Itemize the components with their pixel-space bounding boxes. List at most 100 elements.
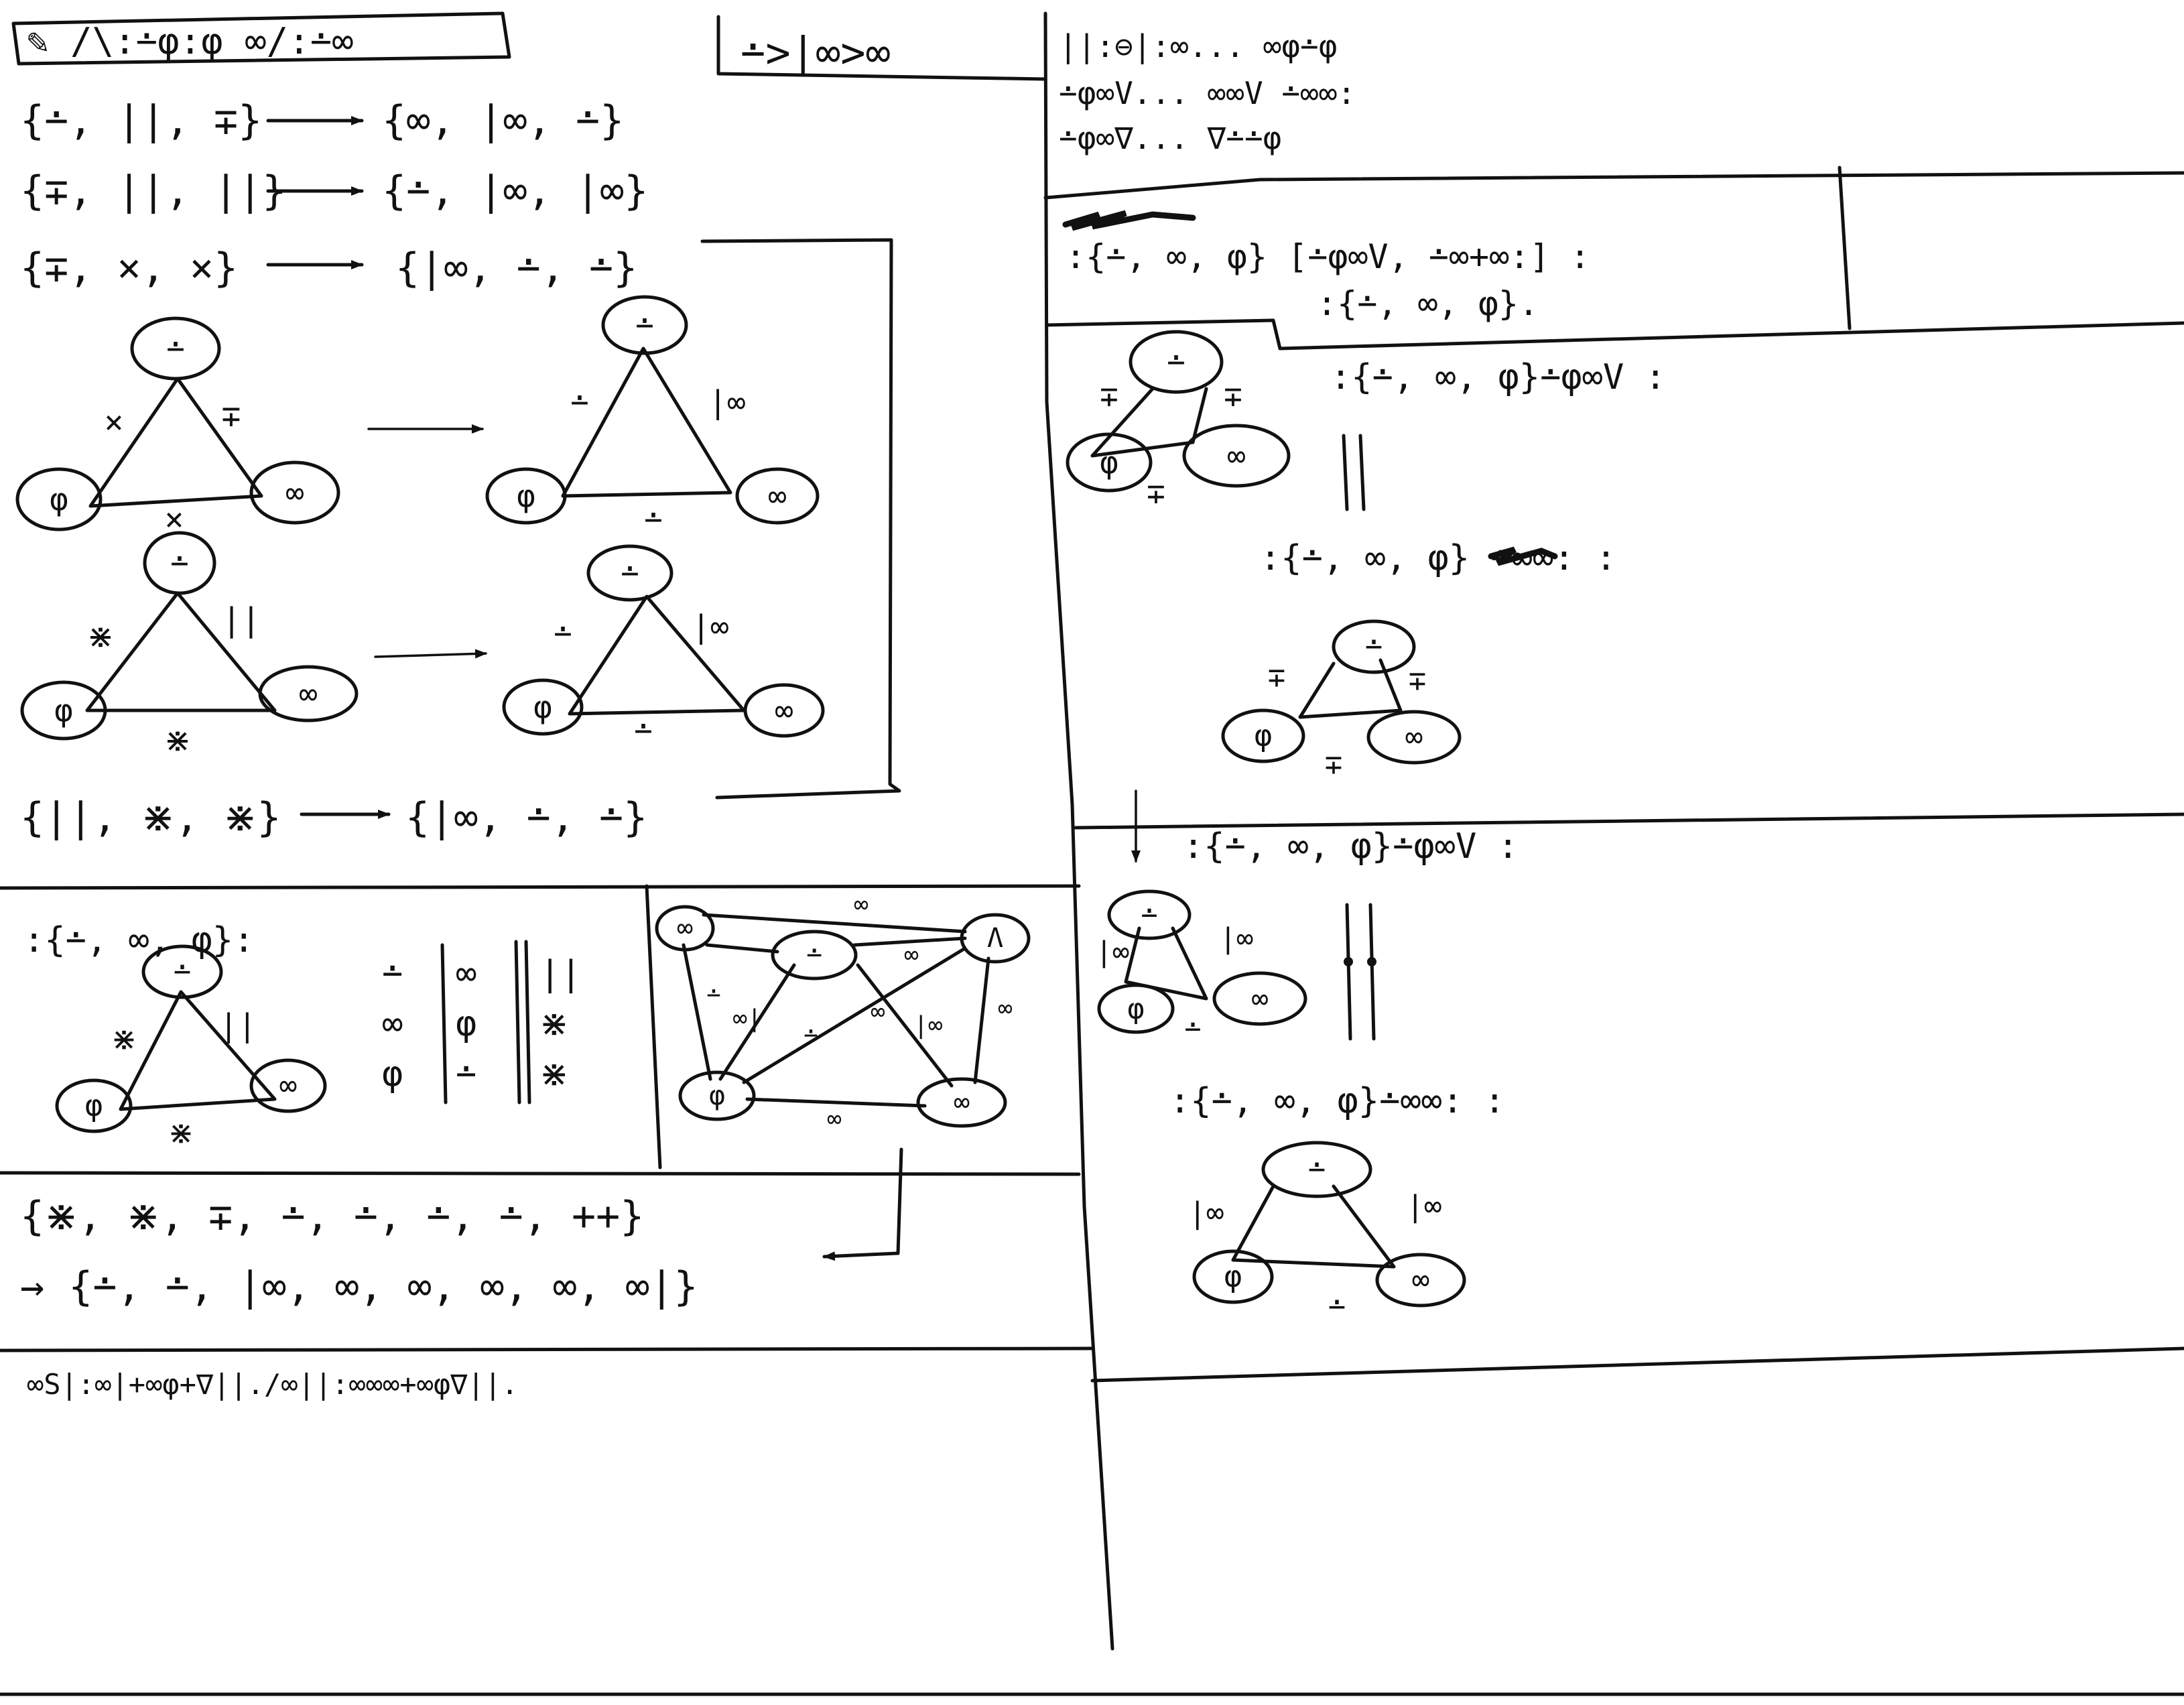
graph-node-center (771, 930, 858, 981)
right-tri-3-edge-left: |∞ (1096, 936, 1130, 968)
header: ✎ /\:∸φ:φ ∞/:∸∞ ∸>|∞>∞ (11, 11, 891, 78)
graph-edge-bl-tr (742, 946, 967, 1084)
graph-edge-bl-tr-label: ∞ (871, 999, 885, 1026)
triangle-2-node-right (258, 665, 359, 722)
right-tri-2: :{∸, ∞, φ} ∸∞∞: : ∸ φ ∞ ∓ ∓ ∓ (1221, 538, 1616, 781)
right-box-line-2: :{∸, ∞, φ}. (1317, 284, 1539, 323)
graph-edge-center-bl (718, 963, 796, 1081)
graph-node-br (916, 1077, 1007, 1128)
right-box-bottom (1045, 318, 2184, 351)
code-box-frame (716, 15, 1047, 81)
triangle-2-node-top-label: ∸ (170, 545, 189, 581)
graph-node-tr-label: Λ (987, 923, 1003, 954)
right-box-top (1043, 171, 2184, 200)
right-tri-4: :{∸, ∞, φ}∸∞∞: : ∸ φ ∞ |∞ |∞ ∸ (1169, 1081, 1505, 1324)
triangle-1-node-top (130, 316, 221, 381)
graph-edge-top-label: ∞ (854, 891, 869, 919)
graph-edge-tr-br-label: ∞ (998, 995, 1013, 1023)
triangle-1-node-top-label: ∸ (166, 330, 185, 367)
triangle-1-out-node-left-label: φ (517, 478, 535, 514)
table-row-3-b: ∸ (456, 1054, 476, 1094)
lower-tri-node-left-label: φ (85, 1089, 103, 1123)
triangle-2-out-node-right-label: ∞ (775, 692, 793, 729)
right-tri-3-node-right-label: ∞ (1251, 983, 1268, 1015)
equals-bar-2b (1368, 903, 1376, 1041)
right-tri-3-node-top (1107, 889, 1192, 940)
triangle-2-node-top (143, 531, 216, 595)
lower-tri-node-top-label: ∸ (174, 955, 192, 989)
right-tri-2-node-right (1366, 710, 1462, 765)
lower-tri-edge-bottom: ⋇ (168, 1115, 194, 1151)
note-line-2: ∸φ∞V... ∞∞V ∸∞∞: (1059, 75, 1356, 111)
title-box (11, 11, 511, 66)
triangle-1-out-edge-bottom: ∸ (644, 501, 663, 538)
table-col-divider-2a (514, 940, 521, 1104)
rule-1-from: {∸, ||, ∓} (20, 97, 262, 144)
graph-edge-tl-bl-label: ∸ (706, 982, 721, 1009)
graph-edge-bottom (745, 1097, 927, 1108)
triangle-1-node-right-label: ∞ (285, 475, 304, 511)
right-tri-4-label: :{∸, ∞, φ}∸∞∞: : (1169, 1081, 1505, 1121)
right-tri-4-edge-right: |∞ (1407, 1190, 1442, 1224)
long-rule: {⋇, ⋇, ∓, ∸, ∸, ∸, ∸, ++} → {∸, ∸, |∞, ∞… (20, 1147, 903, 1310)
graph-node-bl-label: φ (709, 1080, 725, 1111)
triangle-2-out-edge-right: |∞ (692, 609, 728, 645)
triangle-2-node-right-label: ∞ (299, 676, 318, 712)
table-row-3-c: ⋇ (539, 1054, 569, 1094)
rule-3-to: {|∞, ∸, ∸} (395, 245, 637, 292)
mapping-table: ∸ ∞ || ∞ φ ⋇ φ ∸ ⋇ (382, 940, 582, 1104)
table-row-1-b: ∞ (456, 954, 476, 994)
triangle-1-node-left-label: φ (50, 481, 68, 517)
triangle-2-out-edges (568, 594, 746, 716)
right-tri-4-node-left-label: φ (1224, 1260, 1242, 1294)
right-tri-2-edge-right: ∓ (1409, 664, 1427, 698)
right-tri-2-edge-bottom: ∓ (1325, 747, 1343, 781)
graph-edge-center-br (856, 963, 954, 1088)
triangle-2-edges (85, 591, 277, 712)
triangle-2-out-node-right (743, 683, 825, 738)
triangle-2-edge-bottom: ⋇ (164, 722, 191, 759)
graph-node-tl (655, 905, 715, 952)
vertical-divider (1043, 11, 1114, 1651)
triangle-1-out-node-left (485, 467, 567, 525)
divider-lines (0, 11, 2184, 1696)
lower-tri-edge-left: ⋇ (111, 1021, 137, 1057)
right-tri-3-edges (1124, 926, 1208, 1001)
bottom-rule: {||, ⋇, ⋇} {|∞, ∸, ∸} (20, 794, 647, 841)
lower-tri-node-right (249, 1058, 327, 1113)
triangle-2-out-edge-left: ∸ (554, 615, 572, 651)
triangle-1-out-edge-left: ∸ (570, 384, 589, 420)
triangle-2-node-left (20, 680, 107, 741)
right-tri-3-node-right (1212, 971, 1307, 1026)
right-tri-4-node-top (1261, 1141, 1372, 1198)
triangle-1-node-left (15, 467, 103, 531)
lower-tri-edge-right: || (219, 1007, 256, 1044)
table-row-2-c: ⋇ (539, 1004, 569, 1044)
right-tri-4-node-right-label: ∞ (1412, 1263, 1430, 1298)
triangle-2-out-edge-bottom: ∸ (634, 712, 653, 749)
lower-panel-mid-line (645, 884, 662, 1170)
rule-2-from: {∓, ||, ||} (20, 168, 286, 214)
right-tri-2-label: :{∸, ∞, φ} ∸∞∞: : (1260, 538, 1616, 578)
equals-dot-b (1367, 957, 1376, 966)
right-tri-1-node-left (1066, 432, 1153, 493)
right-tri-2-node-left-label: φ (1255, 719, 1273, 753)
right-tri-1-edges (1090, 387, 1208, 458)
right-tri-3-node-left-label: φ (1127, 993, 1144, 1025)
triangle-2-out-node-top (586, 544, 673, 602)
bottom-rule-from: {||, ⋇, ⋇} (20, 794, 281, 841)
table-row-2-a: ∞ (382, 1004, 403, 1044)
triangle-2-edge-left: ⋇ (87, 618, 114, 655)
triangle-1-out-edges (561, 346, 732, 498)
lower-tri-node-left (55, 1078, 133, 1133)
lower-panel: :{∸, ∞, φ}: ∸ φ ∞ ⋇ || ⋇ ∸ ∞ || ∞ φ ⋇ φ … (23, 891, 1031, 1151)
right-tri-1: :{∸, ∞, φ}∸φ∞V : ∸ φ ∞ ∓ ∓ ∓ (1066, 330, 1666, 511)
right-tri-1-node-top-label: ∸ (1167, 344, 1185, 380)
right-tri-1-node-left-label: φ (1100, 444, 1118, 481)
lower-tri-node-right-label: ∞ (279, 1069, 298, 1103)
note-line-3: ∸φ∞∇... ∇∸∸φ (1059, 120, 1281, 156)
right-tri-4-edge-bottom: ∸ (1328, 1290, 1346, 1324)
footer-text: ∞S|:∞|+∞φ+∇||./∞||:∞∞∞+∞φ∇||. (27, 1368, 518, 1401)
